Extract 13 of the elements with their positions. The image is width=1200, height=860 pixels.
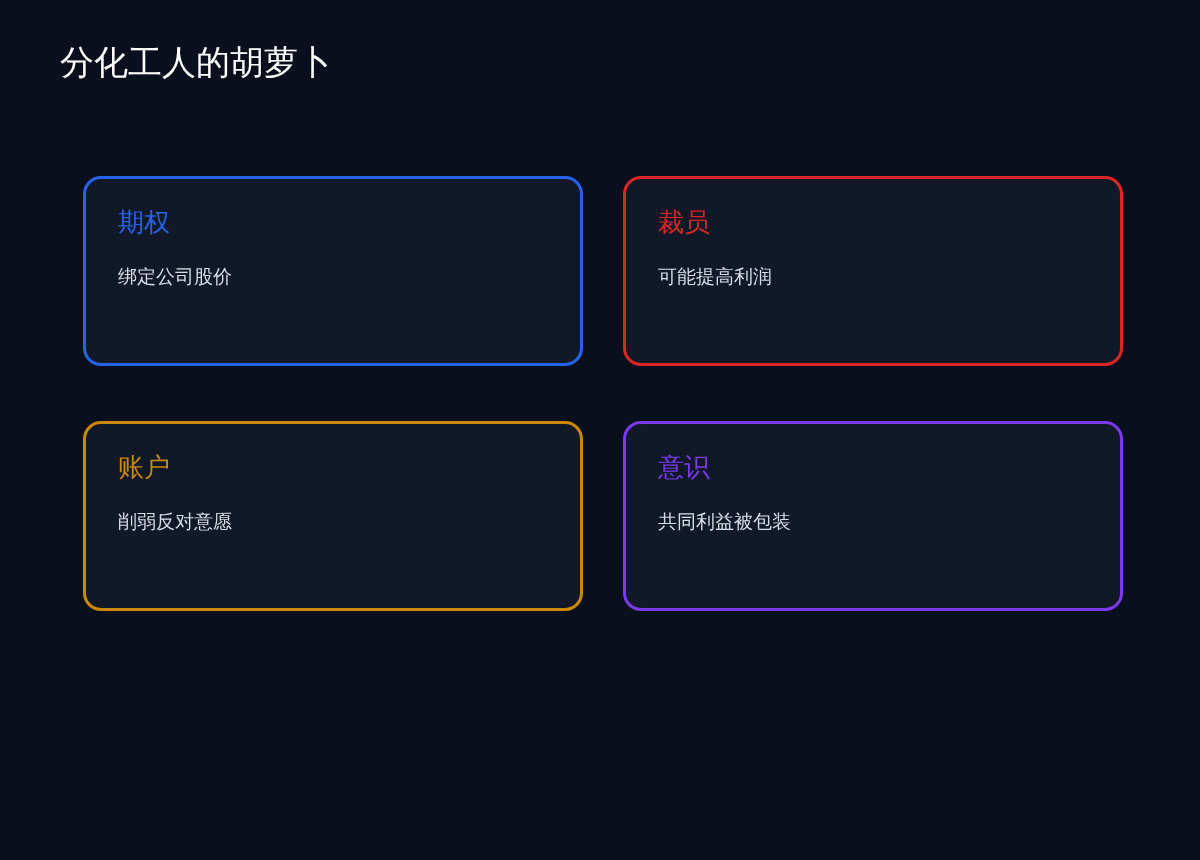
card [83, 421, 583, 611]
card-text: 可能提高利润 [658, 264, 772, 289]
card-heading: 裁员 [658, 206, 710, 239]
card-heading: 意识 [658, 451, 710, 484]
card [623, 176, 1123, 366]
diagram-title: 分化工人的胡萝卜 [60, 41, 332, 84]
card-heading: 期权 [118, 206, 170, 239]
card [83, 176, 583, 366]
card-heading: 账户 [118, 451, 170, 484]
card [623, 421, 1123, 611]
card-text: 绑定公司股价 [118, 264, 232, 289]
card-text: 削弱反对意愿 [118, 509, 232, 534]
card-text: 共同利益被包装 [658, 509, 791, 534]
